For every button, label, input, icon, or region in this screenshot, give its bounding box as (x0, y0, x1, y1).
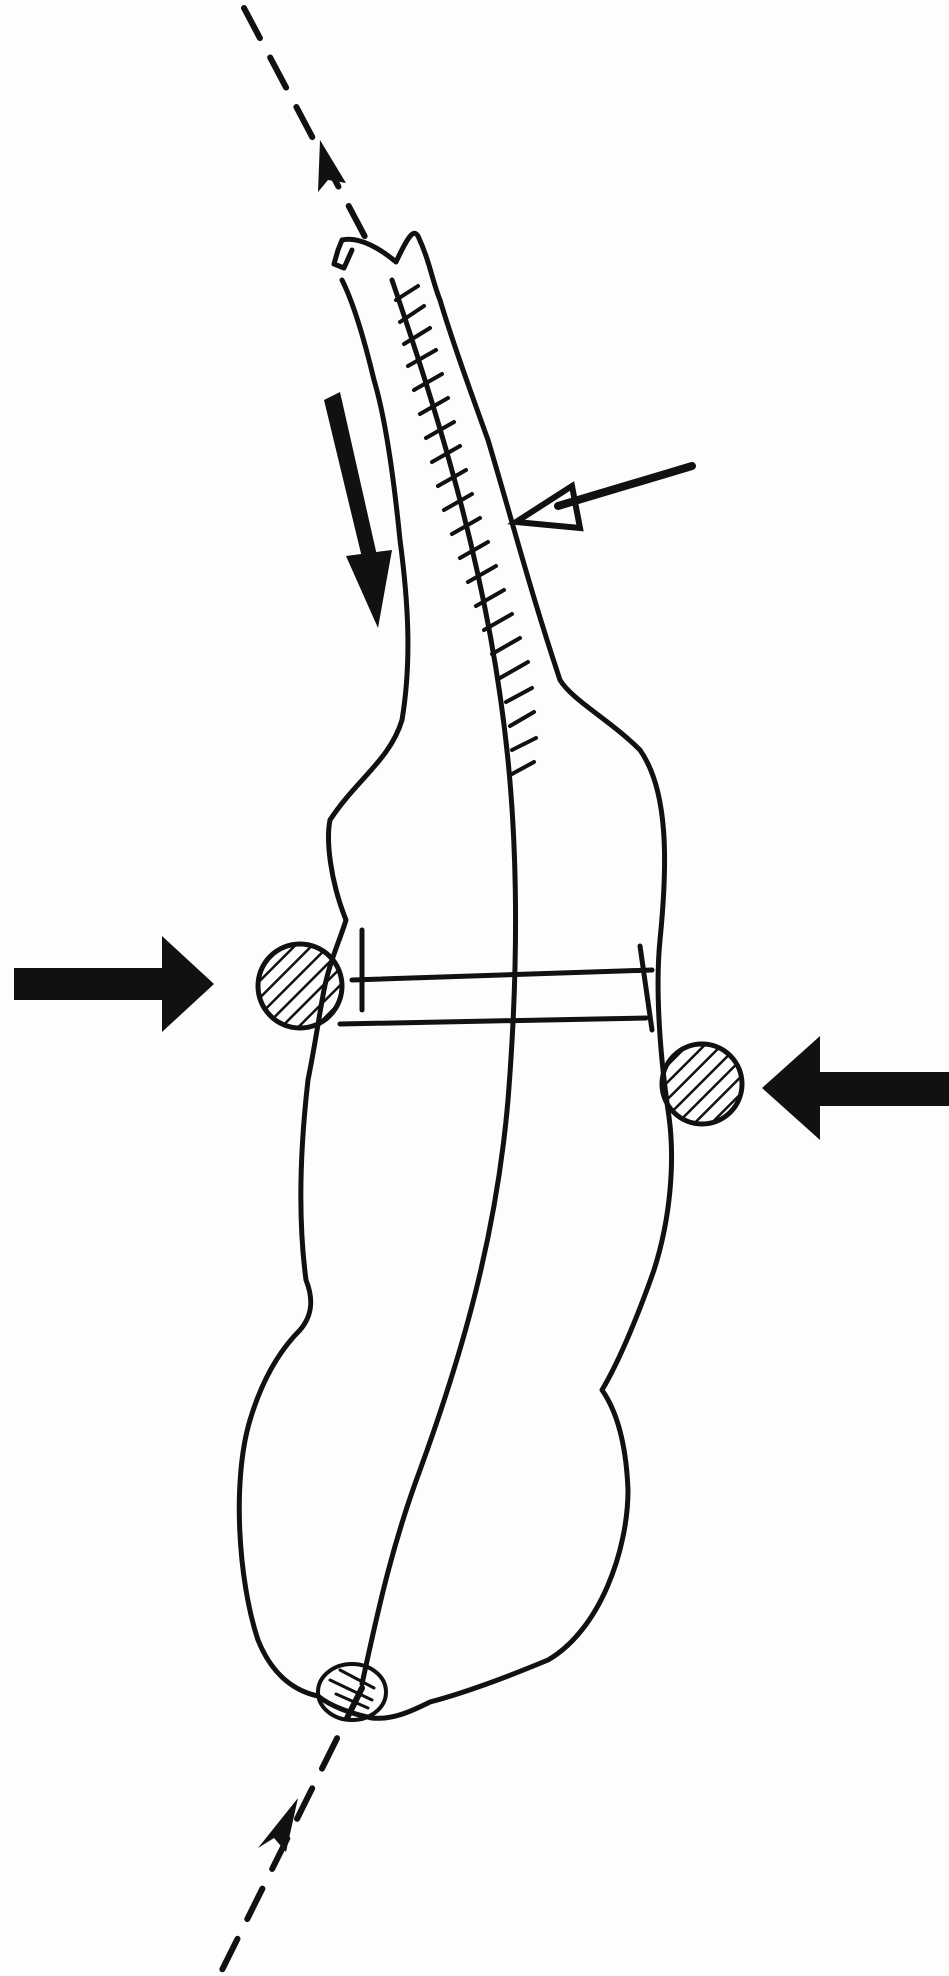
force-arrow-neck-left-icon (324, 392, 392, 628)
left-contact-point-hatched (258, 944, 342, 1028)
dashed-axis-line-bottom (222, 1688, 362, 1970)
axis-arrowhead-up-icon (318, 140, 346, 192)
dashed-axis-line-top (244, 8, 372, 250)
right-contact-point-hatched (662, 1044, 742, 1124)
axis-arrowhead-up-icon-bottom (258, 1798, 298, 1852)
force-arrow-left-icon (14, 936, 214, 1032)
spine-midline (362, 280, 516, 1684)
force-arrow-neck-right-icon (516, 466, 692, 528)
girth-band (340, 930, 652, 1030)
force-arrow-right-icon (762, 1036, 949, 1140)
